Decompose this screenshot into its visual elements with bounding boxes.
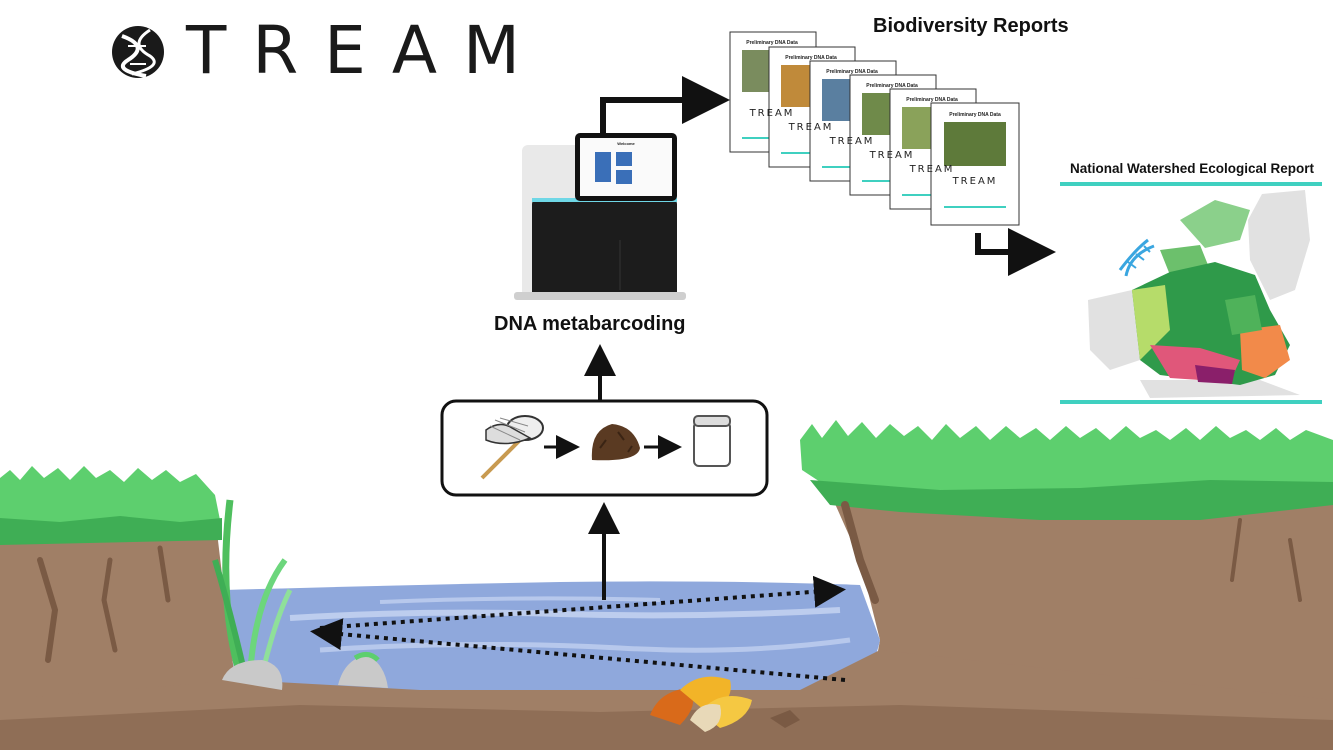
dna-sequencer-machine: [514, 133, 686, 300]
sample-jar-icon: [693, 415, 731, 467]
report-card-title: Preliminary DNA Data: [949, 112, 1001, 118]
dna-metabarcoding-label: DNA metabarcoding: [494, 313, 686, 335]
sampling-path: [310, 618, 846, 682]
net-icon: [480, 415, 544, 480]
report-card-logo: TREAM: [829, 136, 875, 147]
left-grass: [0, 466, 220, 530]
sediment-sample-icon: [591, 424, 640, 461]
dna-leaf-logo-icon: [112, 26, 164, 78]
report-card-logo: TREAM: [909, 164, 955, 175]
rock: [222, 660, 283, 690]
report-card-title: Preliminary DNA Data: [826, 69, 878, 75]
flow-arrow: [975, 228, 1056, 276]
report-card-logo: TREAM: [952, 176, 998, 187]
sequencer-screen-title: Welcome: [617, 141, 635, 146]
report-card-title: Preliminary DNA Data: [866, 83, 918, 89]
national-watershed-map: [1060, 182, 1322, 404]
report-card-logo: TREAM: [869, 150, 915, 161]
biodiversity-report-stack: [729, 31, 1020, 226]
logo-wordmark: TREAM: [186, 12, 546, 89]
national-report-label: National Watershed Ecological Report: [1070, 161, 1315, 176]
report-card-title: Preliminary DNA Data: [785, 55, 837, 61]
report-card-logo: TREAM: [788, 122, 834, 133]
leaf-litter: [650, 676, 800, 732]
report-card-front: [930, 102, 1020, 226]
report-card-logo: TREAM: [749, 108, 795, 119]
landscape: [0, 420, 1333, 750]
report-card-title: Preliminary DNA Data: [746, 40, 798, 46]
sample-processing-box: [440, 399, 769, 497]
flow-arrow: [600, 76, 730, 133]
biodiversity-reports-label: Biodiversity Reports: [873, 15, 1069, 37]
report-card-title: Preliminary DNA Data: [906, 97, 958, 103]
rock: [338, 655, 388, 688]
sampling-path: [319, 575, 846, 630]
dna-helix-icon: [1118, 238, 1155, 277]
